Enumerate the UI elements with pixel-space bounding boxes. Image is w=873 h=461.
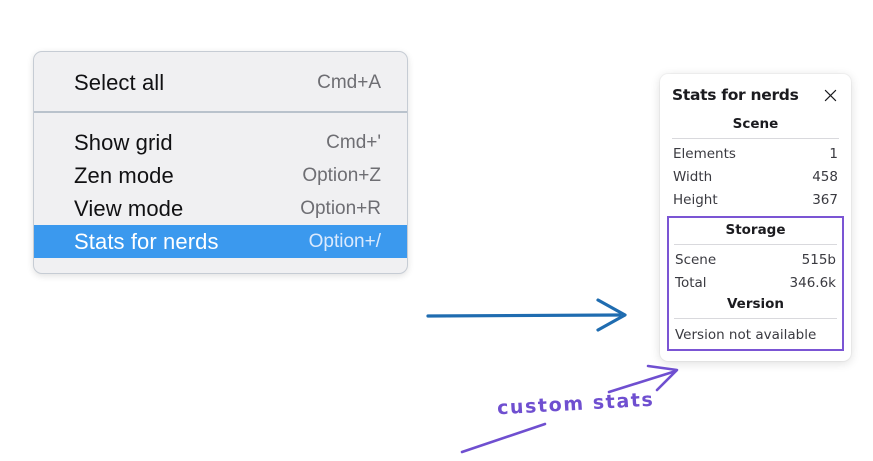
menu-item-shortcut: Option+/ <box>308 230 381 252</box>
section-version: Version Version not available <box>674 294 837 344</box>
section-divider <box>672 138 839 139</box>
stat-value: 1 <box>829 146 838 162</box>
version-note: Version not available <box>675 327 817 344</box>
panel-header: Stats for nerds <box>672 86 839 104</box>
context-menu[interactable]: Select all Cmd+A Show grid Cmd+' Zen mod… <box>33 51 408 274</box>
menu-item-shortcut: Cmd+A <box>317 71 381 93</box>
menu-item-view-mode[interactable]: View mode Option+R <box>34 192 407 225</box>
blue-arrow-annotation <box>426 298 627 332</box>
section-heading-scene: Scene <box>732 116 779 132</box>
menu-footer-spacer <box>34 258 407 273</box>
stat-value: 367 <box>812 191 838 208</box>
menu-item-shortcut: Option+Z <box>302 164 381 186</box>
menu-item-select-all[interactable]: Select all Cmd+A <box>34 66 407 99</box>
custom-stats-handwritten-label: custom stats <box>496 388 655 420</box>
menu-item-zen-mode[interactable]: Zen mode Option+Z <box>34 159 407 192</box>
menu-item-label: View mode <box>74 195 184 221</box>
panel-title: Stats for nerds <box>672 86 799 104</box>
custom-stats-highlight-box: Storage Scene 515b Total 346.6k Version … <box>667 215 844 352</box>
menu-item-shortcut: Option+R <box>300 197 381 219</box>
section-storage: Storage Scene 515b Total 346.6k <box>674 220 837 295</box>
stat-row: Scene 515b <box>674 249 837 272</box>
stat-row: Width 458 <box>672 166 839 189</box>
stat-value: 346.6k <box>789 274 836 291</box>
menu-item-label: Zen mode <box>74 162 174 188</box>
menu-item-label: Stats for nerds <box>74 228 219 254</box>
stat-label: Total <box>675 274 707 291</box>
stat-label: Width <box>673 168 713 185</box>
section-divider <box>674 243 837 245</box>
menu-item-show-grid[interactable]: Show grid Cmd+' <box>34 126 407 159</box>
menu-item-shortcut: Cmd+' <box>326 131 381 153</box>
menu-group-1: Select all Cmd+A <box>34 52 407 111</box>
purple-arrow-annotation <box>607 364 679 394</box>
stat-label: Elements <box>673 146 736 162</box>
menu-item-label: Show grid <box>74 129 173 155</box>
stat-value: 515b <box>801 251 836 268</box>
close-icon[interactable] <box>822 87 839 104</box>
stat-label: Height <box>673 191 718 208</box>
stats-for-nerds-panel: Stats for nerds Scene Elements 1 Width 4… <box>660 74 851 362</box>
menu-group-2: Show grid Cmd+' Zen mode Option+Z View m… <box>34 113 407 258</box>
purple-underline-annotation <box>460 422 547 454</box>
menu-separator <box>34 111 407 113</box>
section-divider <box>674 318 837 320</box>
stat-row: Height 367 <box>672 189 839 212</box>
menu-item-label: Select all <box>74 69 165 95</box>
section-heading-storage: Storage <box>725 221 786 238</box>
menu-item-stats-for-nerds[interactable]: Stats for nerds Option+/ <box>34 225 407 258</box>
section-heading-version: Version <box>726 296 785 313</box>
section-scene: Scene Elements 1 Width 458 Height 367 <box>672 114 839 212</box>
stat-label: Scene <box>675 251 717 268</box>
stat-value: 458 <box>812 168 838 185</box>
stat-row: Total 346.6k <box>674 272 837 295</box>
stat-row: Elements 1 <box>672 143 839 166</box>
